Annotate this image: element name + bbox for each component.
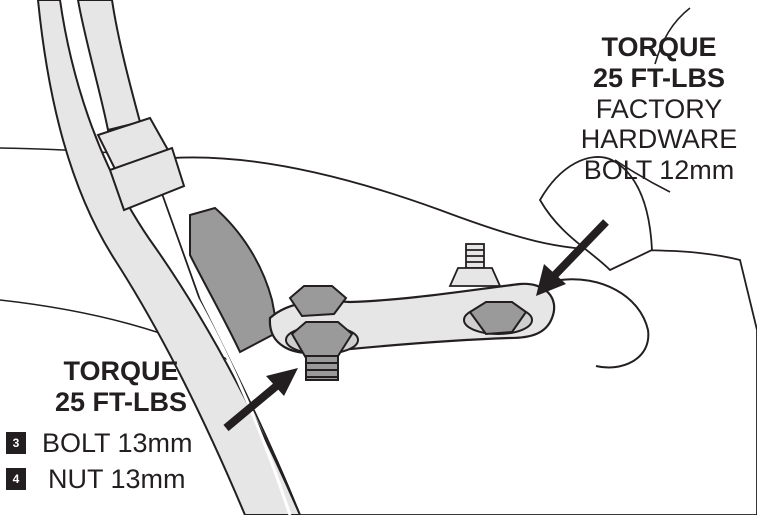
- part-number-badge: 4: [6, 468, 26, 490]
- mounting-tab: [538, 156, 653, 272]
- bolt-12mm: [463, 301, 533, 336]
- arrow-right-callout: [536, 219, 609, 296]
- hardware-item-3: 3 BOLT 13mm: [6, 426, 193, 460]
- factory-label: FACTORY: [595, 93, 723, 124]
- torque-title-right: TORQUE: [601, 32, 717, 62]
- torque-title-left: TORQUE: [63, 356, 179, 386]
- arrow-left-callout: [223, 368, 298, 432]
- torque-value-right: 25 FT-LBS: [592, 62, 726, 93]
- callout-new-hardware: TORQUE 25 FT-LBS: [16, 356, 226, 418]
- hardware-label: HARDWARE: [580, 124, 738, 155]
- hose: [76, 0, 142, 132]
- callout-factory-hardware: TORQUE 25 FT-LBS FACTORY HARDWARE BOLT 1…: [564, 32, 754, 186]
- hardware-item-4: 4 NUT 13mm: [6, 462, 186, 496]
- tube-inner-highlight: [70, 0, 292, 515]
- factory-stud: [448, 243, 502, 287]
- nut-13mm: [285, 321, 359, 381]
- torque-value-left: 25 FT-LBS: [54, 386, 188, 417]
- bolt-13mm-label: BOLT 13mm: [42, 427, 193, 458]
- part-number-badge: 3: [6, 432, 26, 454]
- bolt-12mm-label: BOLT 12mm: [583, 155, 735, 186]
- bolt-13mm-rear: [288, 285, 348, 318]
- nut-13mm-label: NUT 13mm: [48, 463, 186, 494]
- mounting-hook: [559, 278, 650, 369]
- hose-clamp: [108, 146, 186, 212]
